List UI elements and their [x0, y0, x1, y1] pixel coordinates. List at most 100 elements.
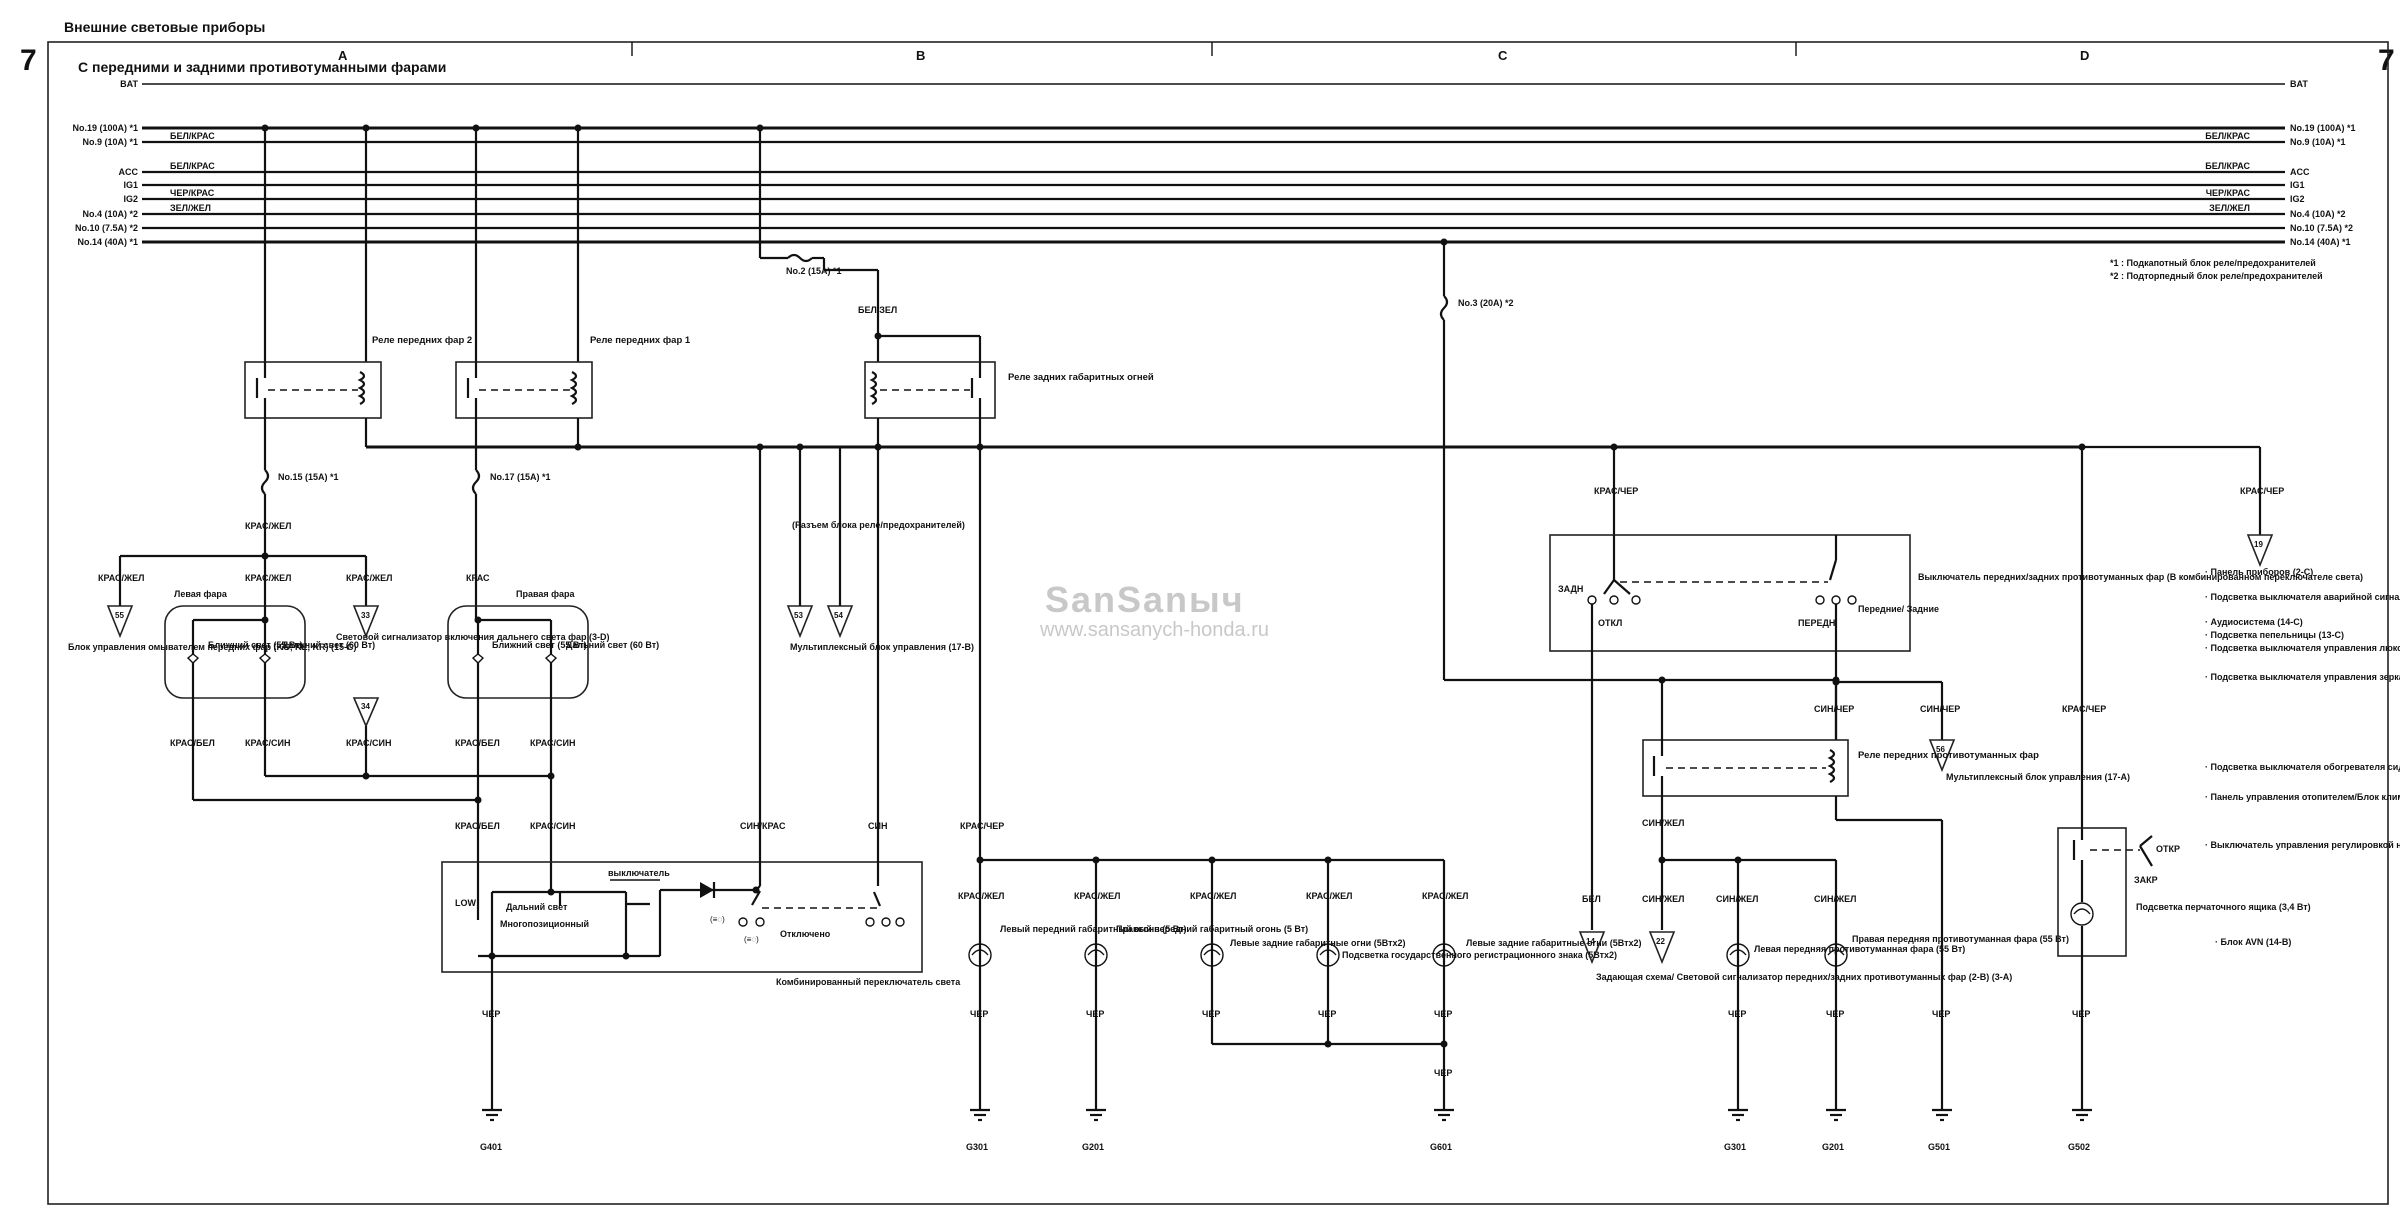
bus-label-bat: BAT: [120, 79, 138, 89]
footnote-1: *1 : Подкапотный блок реле/предохранител…: [2110, 258, 2316, 268]
switch-high: Дальний свет: [506, 902, 568, 912]
connector-34: [352, 697, 380, 729]
bus-right-acc: ACC: [2290, 167, 2310, 177]
bus-label-acc: ACC: [119, 167, 139, 177]
fog-off-label: ОТКЛ: [1598, 618, 1622, 628]
illum-item-3: · Подсветка пепельницы (13-C): [2205, 630, 2344, 640]
wire-cher-g501: ЧЕР: [1932, 1009, 1950, 1019]
illum-item-1: · Подсветка выключателя аварийной сигнал…: [2205, 592, 2400, 602]
illum-item-6: · Подсветка выключателя обогревателя сид…: [2205, 762, 2400, 772]
wire-kras-bel-left: КРАС/БЕЛ: [170, 738, 215, 748]
bus-right-no10: No.10 (7.5A) *2: [2290, 223, 2353, 233]
wire-kras-zhel-c3: КРАС/ЖЕЛ: [1422, 891, 1468, 901]
wire-kras-bel-sw: КРАС/БЕЛ: [455, 821, 500, 831]
bus-label-no9: No.9 (10A) *1: [82, 137, 138, 147]
wire-kras-sin-left: КРАС/СИН: [245, 738, 290, 748]
bus-right-no19: No.19 (100A) *1: [2290, 123, 2356, 133]
ground-g601: G601: [1430, 1108, 1454, 1152]
switch-low: LOW: [455, 898, 476, 908]
bus-right-bat: BAT: [2290, 79, 2308, 89]
bus-label-no19: No.19 (100A) *1: [72, 123, 138, 133]
switch-multi: Многопозиционный: [500, 919, 589, 929]
illum-item-4: · Подсветка выключателя управления люком…: [2205, 643, 2400, 653]
wire-kras-zhel-c1: КРАС/ЖЕЛ: [1190, 891, 1236, 901]
fuse-no17-label: No.17 (15A) *1: [490, 472, 551, 482]
lamp-right-fog: СИН/ЖЕЛ Правая передняя противотуманная …: [1814, 894, 2069, 1019]
ground-g501-label: G501: [1928, 1142, 1950, 1152]
right-headlight: Правая фара Ближний свет (55 Вт) Дальний…: [447, 589, 659, 699]
bus-wire-ig2-right: ЧЕР/КРАС: [2206, 188, 2251, 198]
connector-55: [106, 605, 134, 639]
connector-33: [352, 605, 380, 639]
fog-light-relay: Реле передних противотуманных фар: [1642, 739, 2039, 797]
column-d: D: [2080, 48, 2089, 63]
connector-54-label: 54: [834, 611, 843, 620]
wire-kras-sin-right: КРАС/СИН: [530, 738, 575, 748]
ground-g502-label: G502: [2068, 1142, 2090, 1152]
wire-sin: СИН: [868, 821, 887, 831]
connector-53-label: 53: [794, 611, 803, 620]
mux-17b-label: Мультиплексный блок управления (17-B): [790, 642, 974, 652]
connector-19: [2246, 534, 2274, 568]
page-number-left: 7: [20, 44, 37, 77]
power-buses: BAT No.19 (100A) *1 No.9 (10A) *1 ACC IG…: [72, 79, 2355, 247]
ground-g401-label: G401: [480, 1142, 502, 1152]
lamp-rfog-label: Правая передняя противотуманная фара (55…: [1852, 934, 2069, 944]
relay-connector-label: (Разъем блока реле/предохранителей): [792, 520, 965, 530]
wire-cher-c3: ЧЕР: [1434, 1009, 1452, 1019]
switch-word: выключатель: [608, 868, 670, 878]
illum-item-9: · Блок AVN (14-B): [2215, 937, 2291, 947]
ground-g501: G501: [1928, 1108, 1952, 1152]
diagram-frame: [47, 41, 2389, 1205]
wire-kras-zhel-lhl: КРАС/ЖЕЛ: [245, 573, 291, 583]
connector-22: [1648, 931, 1676, 965]
fuse-no15: No.15 (15A) *1 КРАС/ЖЕЛ: [245, 418, 339, 574]
lamp-right-rear-position: КРАС/ЖЕЛ Левые задние габаритные огни (5…: [1422, 891, 1642, 1019]
connector-34-label: 34: [361, 702, 370, 711]
illum-item-5: · Подсветка выключателя управления зерка…: [2205, 672, 2400, 682]
low-beam-left: Ближний свет (55 Вт): [208, 640, 303, 650]
wire-cher-g601: ЧЕР: [1434, 1068, 1452, 1078]
connector-56-label: 56: [1936, 745, 1945, 754]
wire-kras-sin-34: КРАС/СИН: [346, 738, 391, 748]
page-header: Внешние световые приборы: [64, 19, 265, 35]
headlight-relay-2: Реле передних фар 2: [244, 124, 472, 447]
ground-g502: G502: [2068, 1108, 2092, 1152]
ground-g301-b-label: G301: [966, 1142, 988, 1152]
lamp-license-plate: КРАС/ЖЕЛ Подсветка государственного реги…: [1306, 891, 1617, 1019]
wire-kras-cher-d1: КРАС/ЧЕР: [2062, 704, 2106, 714]
fuse-no3-label: No.3 (20A) *2: [1458, 298, 1514, 308]
connector-55-label: 55: [115, 611, 124, 620]
wire-kras-cher-d2: КРАС/ЧЕР: [2240, 486, 2284, 496]
wire-kras-zhel-b2: КРАС/ЖЕЛ: [1074, 891, 1120, 901]
bus-wire-acc-right: БЕЛ/КРАС: [2205, 161, 2250, 171]
glove-open: ОТКР: [2156, 844, 2180, 854]
sw-pos-symbol2: (≡◌): [744, 935, 759, 944]
hb-indicator-label: Световой сигнализатор включения дальнего…: [336, 632, 609, 642]
mux-17a-label: Мультиплексный блок управления (17-A): [1946, 772, 2130, 782]
relay-tail-label: Реле задних габаритных огней: [1008, 372, 1154, 383]
lamp-left-fog: СИН/ЖЕЛ Левая передняя противотуманная ф…: [1716, 894, 1965, 1019]
bus-right-no4: No.4 (10A) *2: [2290, 209, 2346, 219]
connector-53: [786, 605, 814, 639]
lamp-left-rear-position: КРАС/ЖЕЛ Левые задние габаритные огни (5…: [1190, 891, 1406, 1019]
wire-kras-cher-c: КРАС/ЧЕР: [1594, 486, 1638, 496]
lamp-rrp-label: Левые задние габаритные огни (5Втх2): [1466, 938, 1642, 948]
bus-wire-ig2-left: ЧЕР/КРАС: [170, 188, 215, 198]
wire-cher-b2: ЧЕР: [1086, 1009, 1104, 1019]
combination-switch: выключатель LOW Дальний свет Многопозици…: [441, 861, 961, 987]
relay-hl2-label: Реле передних фар 2: [372, 335, 472, 346]
column-b: B: [916, 48, 925, 63]
wire-kras-bel-right: КРАС/БЕЛ: [455, 738, 500, 748]
lamp-right-front-position: КРАС/ЖЕЛ Правый передний габаритный огон…: [1074, 891, 1308, 1019]
bus-label-no10: No.10 (7.5A) *2: [75, 223, 138, 233]
bus-right-ig2: IG2: [2290, 194, 2305, 204]
wire-sin-cher-2: СИН/ЧЕР: [1920, 704, 1960, 714]
bus-right-ig1: IG1: [2290, 180, 2305, 190]
connector-19-label: 19: [2254, 540, 2263, 549]
high-beam-left: Дальний свет (60 Вт): [282, 640, 375, 650]
glove-box-light: ОТКР ЗАКР Подсветка перчаточного ящика (…: [2057, 827, 2311, 957]
fog-rear-label: ЗАДН: [1558, 584, 1583, 594]
wire-sin-zhel-2: СИН/ЖЕЛ: [1642, 894, 1684, 904]
fuse-no15-label: No.15 (15A) *1: [278, 472, 339, 482]
